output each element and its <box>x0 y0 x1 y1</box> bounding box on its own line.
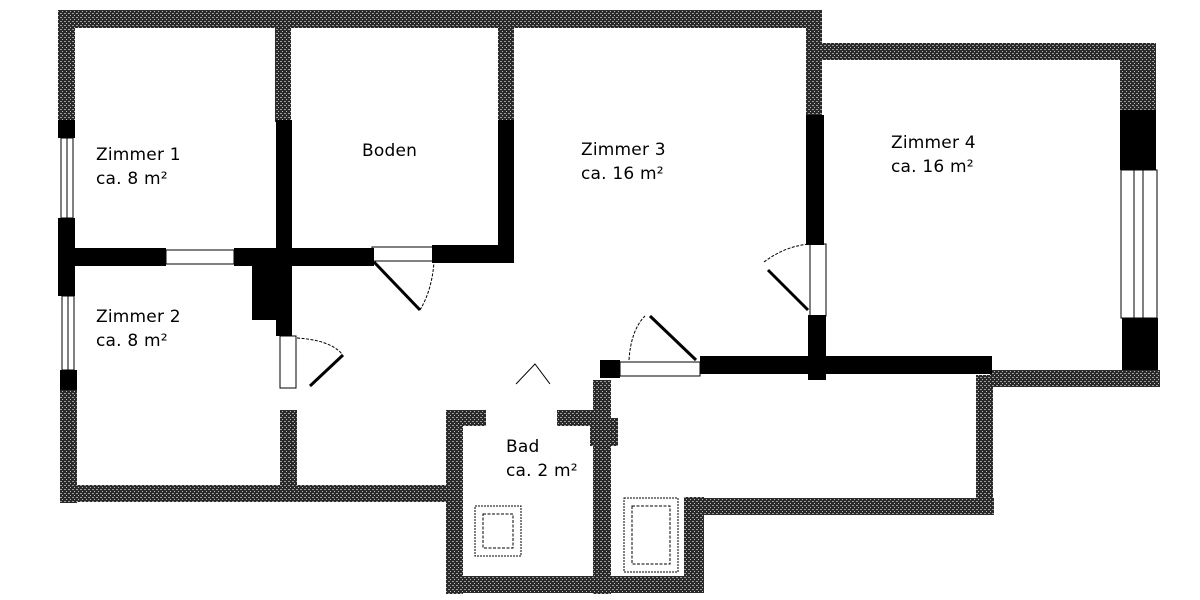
window-zimmer2 <box>61 295 75 371</box>
opening-zimmer1-zimmer2 <box>165 249 235 265</box>
fixtures <box>474 497 679 573</box>
room-zimmer2-name: Zimmer 2 <box>96 307 181 327</box>
room-zimmer1-name: Zimmer 1 <box>96 145 181 165</box>
room-zimmer3-area: ca. 16 m² <box>581 164 664 184</box>
room-zimmer3: Zimmer 3 ca. 16 m² <box>581 140 666 184</box>
window-zimmer4 <box>1120 169 1158 319</box>
interior-walls <box>58 110 1158 390</box>
room-zimmer2: Zimmer 2 ca. 8 m² <box>96 307 181 351</box>
room-zimmer4-name: Zimmer 4 <box>891 133 976 153</box>
room-bad-name: Bad <box>506 437 539 457</box>
room-zimmer1-area: ca. 8 m² <box>96 169 168 189</box>
doors <box>279 243 827 389</box>
room-boden: Boden <box>362 141 417 161</box>
room-labels: Zimmer 1 ca. 8 m² Boden Zimmer 3 ca. 16 … <box>96 133 976 481</box>
window-zimmer1 <box>60 137 74 219</box>
exterior-walls <box>58 10 1160 594</box>
room-zimmer4: Zimmer 4 ca. 16 m² <box>891 133 976 177</box>
door-zimmer4[interactable] <box>763 243 827 317</box>
room-bad: Bad ca. 2 m² <box>506 437 578 481</box>
room-zimmer2-area: ca. 8 m² <box>96 331 168 351</box>
shower-tray <box>623 497 679 573</box>
windows <box>60 137 1158 371</box>
door-zimmer2[interactable] <box>279 335 345 389</box>
room-zimmer1: Zimmer 1 ca. 8 m² <box>96 145 181 189</box>
door-annex[interactable] <box>619 314 701 377</box>
door-bad[interactable] <box>515 363 551 385</box>
bad-fixture <box>474 505 522 557</box>
room-boden-name: Boden <box>362 141 417 161</box>
door-boden[interactable] <box>371 246 435 312</box>
room-zimmer3-name: Zimmer 3 <box>581 140 666 160</box>
room-zimmer4-area: ca. 16 m² <box>891 157 974 177</box>
room-bad-area: ca. 2 m² <box>506 461 578 481</box>
